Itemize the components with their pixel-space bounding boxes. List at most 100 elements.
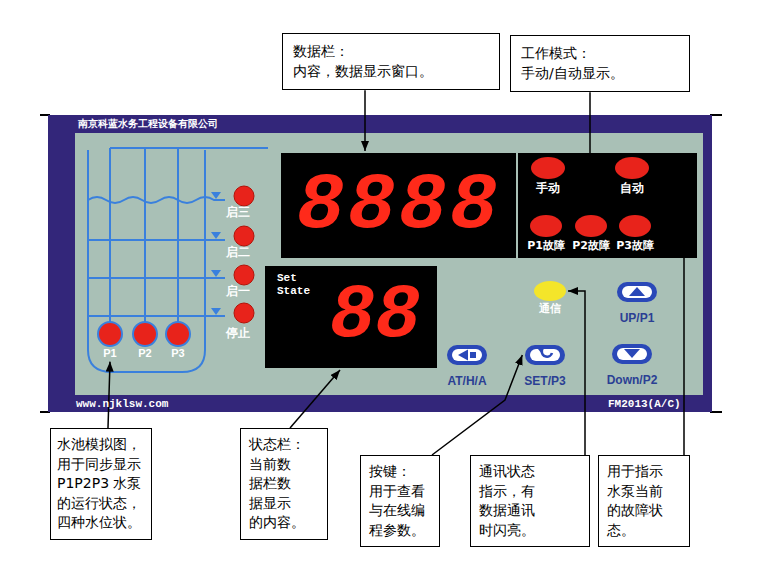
- comm-lamp: [534, 281, 566, 301]
- lamp-area: [612, 344, 652, 364]
- pump-lamp: P2: [133, 322, 157, 360]
- key-label: SET/P3: [524, 375, 565, 389]
- lamp-label: P3故障: [616, 240, 654, 253]
- mode-lamp: 手动: [531, 157, 565, 196]
- lamp-label: P3: [171, 347, 184, 360]
- leader-arrow: [290, 370, 340, 428]
- pump-lamp: [98, 322, 190, 346]
- key-button: Down/P2: [607, 344, 658, 388]
- level-line: [88, 240, 225, 316]
- callout-box: 状态栏：当前数 据栏数 据显示 的内容。: [240, 428, 328, 540]
- callout-text: 用于查看 与在线编 程参数。: [369, 482, 431, 541]
- mode-window: [518, 153, 697, 258]
- callout-text: 用于指示 水泵当前 的故障状 态。: [607, 462, 681, 540]
- leader-arrow: [364, 90, 366, 151]
- website: www.njklsw.com: [76, 397, 168, 411]
- callout-text: 内容，数据显示窗口。: [293, 62, 489, 82]
- lamp-label: 停止: [226, 327, 250, 341]
- panel-face: [75, 133, 703, 395]
- lamp-label: 通信: [539, 303, 561, 316]
- callout-box: 用于指示 水泵当前 的故障状 态。: [598, 455, 690, 547]
- callout-box: 数据栏：内容，数据显示窗口。: [282, 33, 500, 90]
- data-display: 8888: [281, 153, 516, 258]
- lamp-label: 自动: [620, 182, 644, 196]
- lamp-label: 手动: [536, 182, 560, 196]
- company-name: 南京科蓝水务工程设备有限公司: [78, 118, 218, 130]
- callout-box: 通讯状态 指示，有 数据通讯 时闪亮。: [470, 455, 590, 547]
- pump-pipe: [110, 148, 268, 322]
- callout-box: 工作模式：手动/自动显示。: [510, 35, 690, 92]
- comm-lamp: 通信: [534, 281, 566, 316]
- leader-arrow: [567, 92, 590, 168]
- fault-lamp: P3故障: [616, 215, 654, 253]
- lamp-area: [447, 345, 487, 365]
- lamp-area: [525, 345, 565, 365]
- callout-heading: 工作模式：: [521, 44, 679, 64]
- lamp-area: [234, 265, 254, 285]
- key-label: AT/H/A: [447, 375, 486, 389]
- lamp-area: [133, 322, 157, 346]
- lamp-area: [234, 303, 254, 323]
- corner-tick: [40, 115, 722, 412]
- mode-lamp: 自动: [615, 157, 649, 196]
- level-lamp: 启二: [232, 226, 256, 260]
- panel-frame: [48, 115, 712, 412]
- lamp-label: 启三: [226, 206, 250, 220]
- mode-lamp: [530, 157, 651, 237]
- callout-text: 水池模拟图， 用于同步显示 P1P2P3 水泵 的运行状态， 四种水位状。: [57, 435, 145, 533]
- leader-arrow: [568, 291, 585, 455]
- lamp-label: P1故障: [527, 240, 565, 253]
- key-button: AT/H/A: [447, 345, 487, 389]
- pool-wall: [88, 150, 205, 372]
- callout-heading: 数据栏：: [293, 42, 489, 62]
- key-label: Down/P2: [607, 374, 658, 388]
- level-marker: [211, 192, 221, 315]
- callout-heading: 状态栏：: [249, 435, 319, 455]
- lamp-area: [234, 186, 254, 206]
- data-digits: 8888: [296, 166, 500, 246]
- model-number: FM2013(A/C): [608, 397, 681, 411]
- water-surface: [88, 197, 225, 203]
- lamp-area: [531, 157, 565, 179]
- lamp-area: [530, 215, 562, 237]
- leader-arrow: [108, 362, 110, 428]
- pump-lamp: P1: [98, 322, 122, 360]
- lamp-area: [619, 215, 651, 237]
- lamp-area: [575, 215, 607, 237]
- fault-lamp: P2故障: [572, 215, 610, 253]
- callout-box: 水池模拟图， 用于同步显示 P1P2P3 水泵 的运行状态， 四种水位状。: [50, 428, 152, 540]
- pool-drawing: [88, 148, 268, 372]
- level-lamp: 启三: [232, 186, 256, 220]
- key-button: UP/P1: [617, 282, 657, 326]
- lamp-label: P2故障: [572, 240, 610, 253]
- lamp-area: [617, 282, 657, 302]
- lamp-area: [98, 322, 122, 346]
- lamp-area: [234, 226, 254, 246]
- callout-text: 通讯状态 指示，有 数据通讯 时闪亮。: [479, 462, 581, 540]
- lamp-label: P2: [138, 347, 151, 360]
- callout-text: 手动/自动显示。: [521, 64, 679, 84]
- key-icon: [447, 282, 657, 365]
- lamp-label: 启一: [226, 285, 250, 299]
- lamp-area: [534, 281, 566, 301]
- callout-box: 按键：用于查看 与在线编 程参数。: [360, 455, 440, 547]
- leader-arrow: [432, 355, 522, 455]
- key-label: UP/P1: [620, 312, 655, 326]
- lamp-area: [615, 157, 649, 179]
- control-panel: 南京科蓝水务工程设备有限公司 www.njklsw.com FM2013(A/C) 启…: [48, 115, 712, 412]
- level-lamp: 启一: [232, 265, 256, 299]
- lamp-area: [166, 322, 190, 346]
- state-digits: 88: [313, 266, 437, 366]
- pump-lamp: P3: [166, 322, 190, 360]
- lamp-label: 启二: [226, 246, 250, 260]
- callout-text: 当前数 据栏数 据显示 的内容。: [249, 455, 319, 533]
- callout-heading: 按键：: [369, 462, 431, 482]
- set-state-label: Set State: [277, 272, 313, 297]
- leader-arrow: [656, 226, 684, 455]
- fault-lamp: P1故障: [527, 215, 565, 253]
- status-display: Set State88: [265, 266, 437, 368]
- key-button: SET/P3: [524, 345, 565, 389]
- lamp-label: P1: [103, 347, 116, 360]
- level-lamp: 停止: [232, 303, 256, 341]
